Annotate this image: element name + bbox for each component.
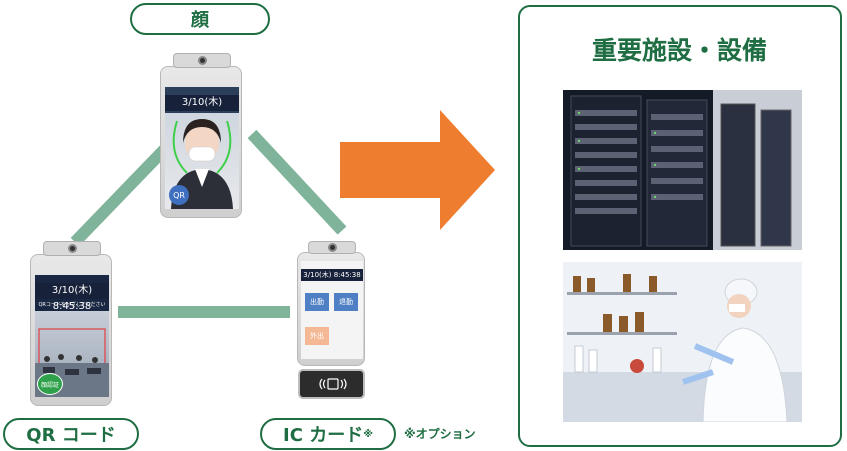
camera-lens-icon: [198, 56, 207, 65]
ic-button-clock-out: 退勤: [334, 293, 358, 311]
label-qr-code: QR コード: [3, 418, 139, 450]
device-qr: 3/10(木) 8:45:38 QRコードをかざしてください 顔認証: [30, 241, 112, 406]
face-auth-badge-text: 顔認証: [40, 381, 59, 389]
device-qr-camera: [43, 241, 101, 256]
connector-face-ic: [247, 129, 347, 235]
label-face: 顔: [130, 3, 270, 35]
qr-badge: QR: [169, 185, 189, 205]
device-ic-time: 3/10(木) 8:45:38: [301, 269, 363, 281]
face-auth-badge: 顔認証: [37, 373, 63, 395]
face-photo: [165, 113, 239, 209]
option-note: ※オプション: [404, 427, 476, 441]
label-ic-card: IC カード※: [260, 418, 396, 450]
connector-face-qr: [70, 144, 170, 247]
facilities-title: 重要施設・設備: [591, 36, 767, 65]
device-face-camera: [173, 53, 231, 68]
label-ic-card-mark: ※: [363, 428, 373, 440]
server-rack-icon: [563, 90, 802, 250]
camera-lens-icon: [328, 243, 337, 252]
label-face-text: 顔: [191, 10, 209, 31]
device-qr-time: 3/10(木) 8:45:38: [35, 283, 109, 312]
device-face-time: 3/10(木) 8:45:38: [165, 95, 239, 124]
camera-lens-icon: [68, 244, 77, 253]
device-face: 3/10(木) 8:45:38 QR: [160, 53, 242, 218]
qr-badge-text: QR: [173, 190, 185, 200]
facilities-panel: 重要施設・設備: [518, 5, 842, 447]
laboratory-scene-icon: [563, 262, 802, 422]
device-ic-screen: 3/10(木) 8:45:38 出勤 退勤 外出: [301, 261, 363, 359]
device-qr-screen: 3/10(木) 8:45:38 QRコードをかざしてください 顔認証: [35, 275, 109, 397]
device-face-screen: 3/10(木) 8:45:38 QR: [165, 87, 239, 209]
server-room-photo: [563, 90, 802, 250]
label-qr-code-text: QR コード: [26, 425, 116, 446]
arrow-right-icon: [340, 110, 495, 230]
ic-button-go-out: 外出: [305, 327, 329, 345]
person-face-icon: [171, 119, 233, 209]
nfc-reader-icon: [319, 378, 347, 390]
nfc-reader: [298, 369, 365, 399]
device-ic-camera: [308, 241, 356, 254]
device-ic: 3/10(木) 8:45:38 出勤 退勤 外出: [297, 241, 365, 366]
connector-qr-ic: [118, 306, 290, 318]
ic-button-clock-in: 出勤: [305, 293, 329, 311]
qr-prompt: QRコードをかざしてください: [38, 302, 106, 308]
label-ic-card-text: IC カード: [283, 425, 364, 446]
laboratory-photo: [563, 262, 802, 422]
